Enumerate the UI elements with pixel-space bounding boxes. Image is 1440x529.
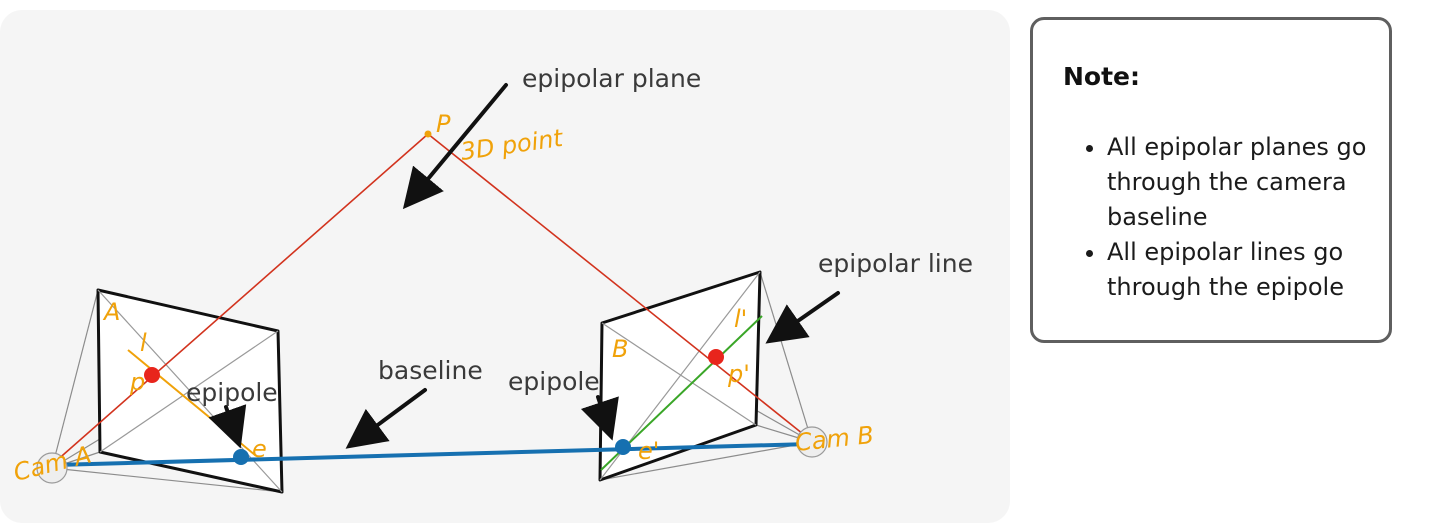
baseline-line: [54, 442, 811, 467]
hand-label-line-l: l: [140, 329, 147, 357]
note-title: Note:: [1063, 62, 1141, 91]
arrow-epipolar-line: [765, 291, 840, 344]
cam-a-center: [36, 452, 68, 484]
note-item: All epipolar lines go through the epipol…: [1107, 235, 1407, 305]
hand-label-p-prime: p': [727, 360, 750, 388]
arrow-epipole-left: [208, 404, 247, 449]
label-epipolar-plane: epipolar plane: [522, 64, 701, 93]
arrow-epipolar-plane: [402, 83, 508, 210]
note-box: Note: All epipolar planes go through the…: [1030, 17, 1392, 343]
epipole-e-prime-dot: [615, 439, 631, 455]
hand-label-e-prime: e': [638, 437, 659, 465]
hand-label-image-a: A: [102, 298, 120, 326]
label-epipole-left: epipole: [186, 378, 278, 407]
note-list: All epipolar planes go through the camer…: [1077, 130, 1407, 305]
point-p-3d: [424, 130, 432, 138]
point-p-prime-projection: [708, 349, 724, 365]
ray-cam-b: [427, 133, 809, 439]
point-p-projection: [144, 367, 160, 383]
arrow-baseline: [345, 388, 427, 449]
arrow-epipole-right: [580, 395, 619, 441]
hand-label-point-p: P: [436, 110, 451, 138]
ray-cam-a: [54, 133, 429, 463]
cam-b-center: [796, 426, 828, 458]
epipole-e-dot: [233, 449, 249, 465]
hand-label-image-b: B: [612, 335, 628, 363]
annotation-arrows: [208, 83, 840, 449]
hand-label-p: p: [129, 368, 145, 396]
label-baseline: baseline: [378, 356, 483, 385]
hand-label-e: e: [252, 435, 267, 463]
label-epipolar-line: epipolar line: [818, 249, 973, 278]
hand-label-line-l-prime: l': [734, 305, 747, 333]
note-item: All epipolar planes go through the camer…: [1107, 130, 1407, 235]
label-epipole-right: epipole: [508, 367, 600, 396]
